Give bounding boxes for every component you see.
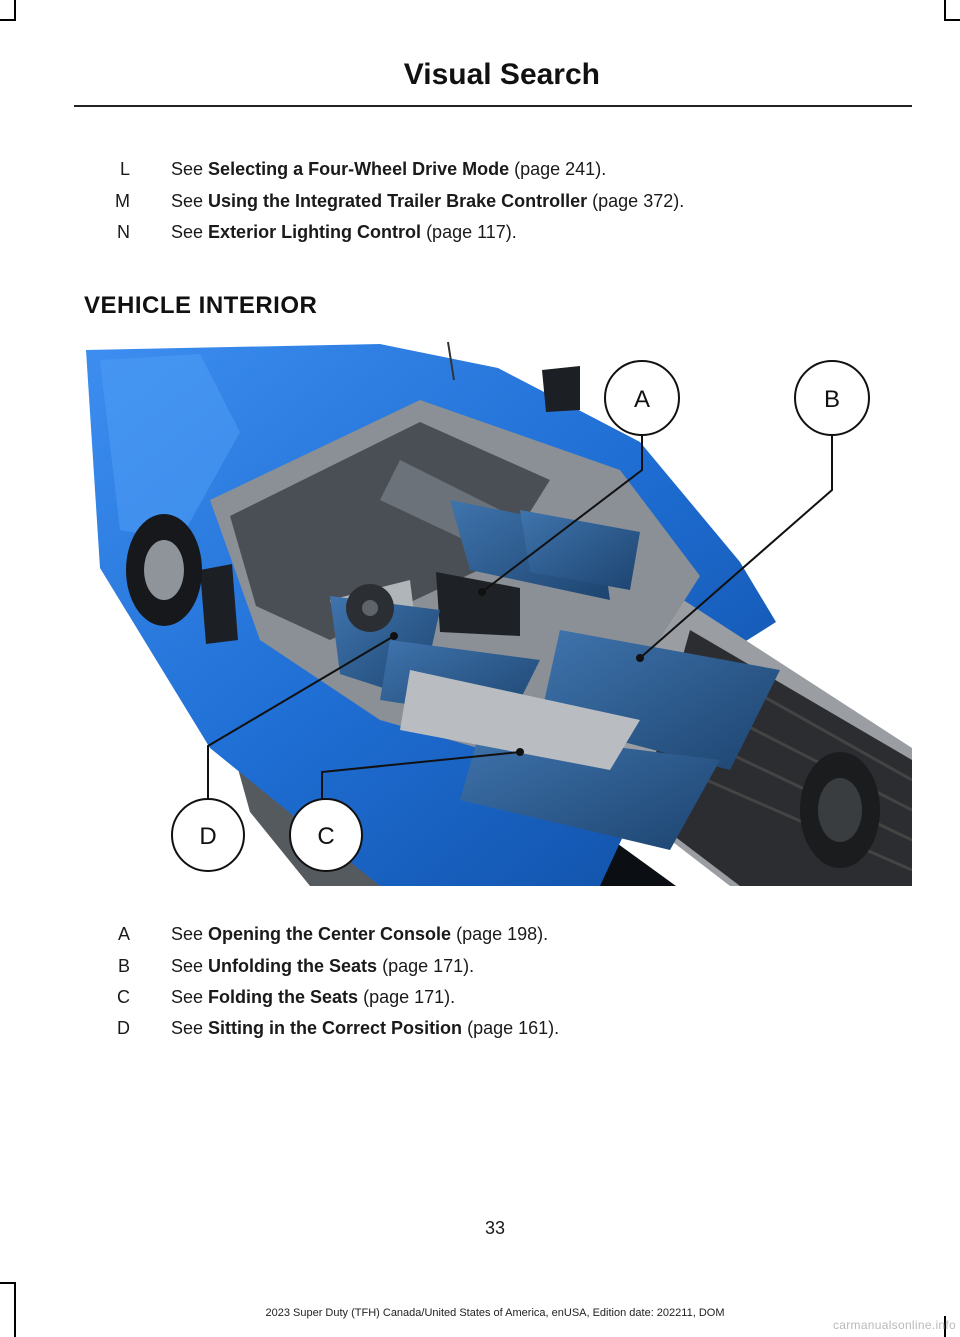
callout-a: A (604, 360, 680, 436)
page-title: Visual Search (403, 58, 600, 91)
reference-letter: L (119, 159, 130, 179)
callout-dot (390, 632, 398, 640)
crop-mark (0, 1282, 16, 1284)
crop-mark (0, 19, 16, 21)
crop-mark (14, 0, 16, 20)
callout-dot (636, 654, 644, 662)
callout-c: C (289, 798, 363, 872)
callout-c-label: C (317, 823, 334, 850)
reference-link[interactable]: Selecting a Four-Wheel Drive Mode (208, 159, 510, 179)
callout-d-label: D (199, 823, 216, 850)
reference-text: See Opening the Center Console (page 198… (171, 924, 549, 944)
reference-text: See Selecting a Four-Wheel Drive Mode (p… (171, 159, 607, 179)
reference-letter: D (117, 1018, 130, 1038)
reference-link[interactable]: Unfolding the Seats (208, 956, 378, 976)
reference-text: See Unfolding the Seats (page 171). (171, 956, 475, 976)
page-number: 33 (484, 1218, 506, 1238)
reference-letter: B (117, 956, 130, 976)
reference-link[interactable]: Folding the Seats (208, 987, 359, 1007)
callout-d: D (171, 798, 245, 872)
callout-dot (478, 588, 486, 596)
reference-text: See Exterior Lighting Control (page 117)… (171, 222, 517, 242)
callout-dot (516, 748, 524, 756)
title-divider (74, 105, 912, 107)
reference-link[interactable]: Exterior Lighting Control (208, 222, 422, 242)
crop-mark (14, 1282, 16, 1337)
crop-mark (944, 19, 960, 21)
footer-text: 2023 Super Duty (TFH) Canada/United Stat… (265, 1307, 725, 1319)
reference-letter: M (115, 191, 130, 211)
reference-text: See Using the Integrated Trailer Brake C… (171, 191, 685, 211)
reference-text: See Folding the Seats (page 171). (171, 987, 456, 1007)
reference-letter: C (117, 987, 130, 1007)
crop-mark (944, 0, 946, 20)
watermark: carmanualsonline.info (832, 1318, 956, 1332)
callout-b-label: B (824, 386, 840, 413)
callout-b: B (794, 360, 870, 436)
reference-letter: N (117, 222, 130, 242)
reference-letter: A (117, 924, 130, 944)
crop-mark (944, 1316, 946, 1337)
callout-a-label: A (634, 386, 650, 413)
reference-link[interactable]: Opening the Center Console (208, 924, 452, 944)
section-heading: VEHICLE INTERIOR (84, 292, 318, 319)
reference-link[interactable]: Using the Integrated Trailer Brake Contr… (208, 191, 588, 211)
reference-link[interactable]: Sitting in the Correct Position (208, 1018, 463, 1038)
vehicle-interior-illustration: A B D C (80, 340, 913, 886)
truck-body (86, 341, 913, 886)
reference-text: See Sitting in the Correct Position (pag… (171, 1018, 560, 1038)
